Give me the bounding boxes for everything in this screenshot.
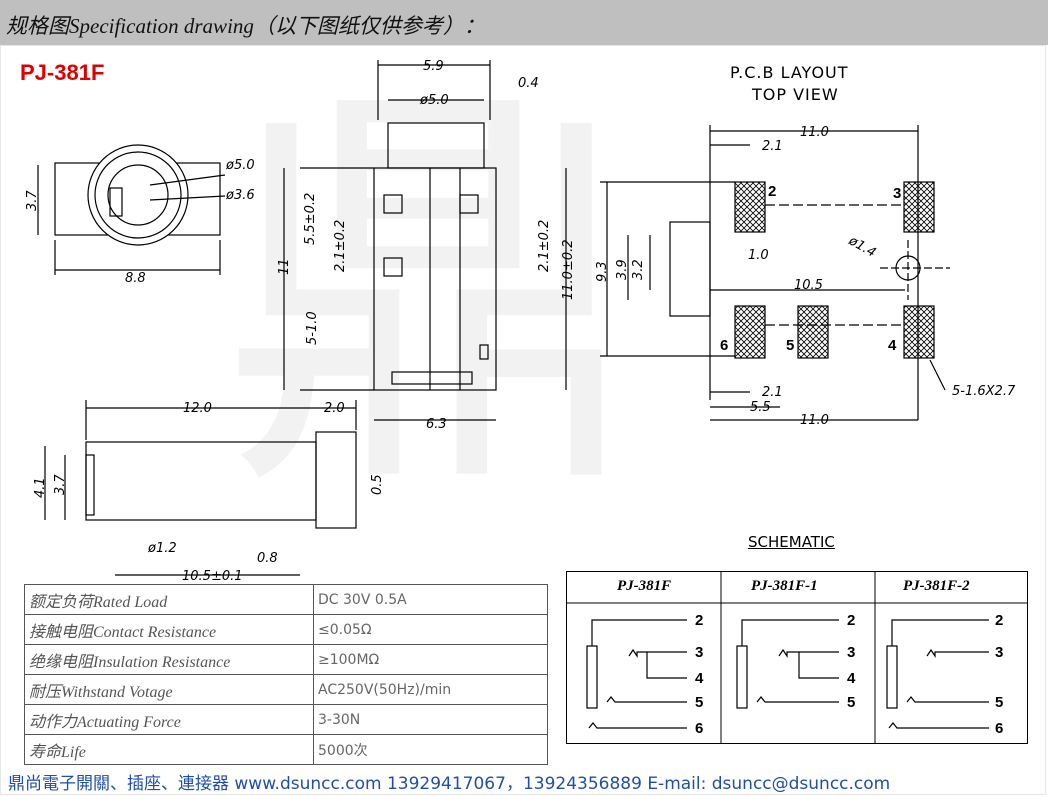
dim-text: 8.8 bbox=[125, 271, 146, 286]
dim-text: ø1.2 bbox=[147, 541, 177, 556]
dim-text: 0.5 bbox=[370, 474, 385, 495]
pcb-pin-4: 4 bbox=[888, 337, 897, 354]
dim-text: 2.1±0.2 bbox=[537, 220, 552, 272]
sch-pin: 6 bbox=[695, 720, 703, 737]
dim-text: ø1.4 bbox=[845, 233, 878, 261]
dim-text: 5.9 bbox=[423, 59, 444, 74]
dim-text: 3.2 bbox=[631, 259, 646, 280]
dim-text: 11 bbox=[277, 258, 292, 275]
dim-text: 2.1±0.2 bbox=[333, 220, 348, 272]
schematic-box: 2 3 4 5 6 2 3 4 5 2 3 5 6 PJ-381F PJ-381… bbox=[566, 571, 1028, 744]
dim-text: 3.7 bbox=[53, 474, 68, 495]
spec-value: ≤0.05Ω bbox=[313, 614, 548, 645]
dim-text: 5.5 bbox=[750, 400, 771, 415]
dim-text: 5.5±0.2 bbox=[303, 193, 318, 245]
sch-pin: 3 bbox=[695, 644, 703, 661]
dim-text: 5-1.0 bbox=[305, 311, 320, 345]
pad-4 bbox=[903, 305, 935, 359]
dim-text: ø5.0 bbox=[225, 158, 255, 173]
spec-value: DC 30V 0.5A bbox=[313, 584, 548, 615]
top-view bbox=[283, 60, 567, 421]
spec-key: 绝缘电阻Insulation Resistance bbox=[24, 644, 314, 675]
spec-key: 动作力Actuating Force bbox=[24, 704, 314, 735]
pad-2 bbox=[734, 181, 766, 233]
schematic-col-title: PJ-381F-2 bbox=[903, 578, 970, 594]
dim-text: 0.4 bbox=[518, 76, 539, 91]
dim-text: 11.0 bbox=[800, 125, 829, 140]
sch-pin: 4 bbox=[695, 670, 704, 687]
drawing-frame bbox=[0, 45, 1046, 795]
dim-text: 11.0±0.2 bbox=[561, 239, 576, 300]
pad-5 bbox=[797, 305, 829, 359]
dim-text: 9.3 bbox=[595, 261, 610, 282]
spec-key: 寿命Life bbox=[24, 734, 314, 765]
dim-text: 12.0 bbox=[183, 401, 212, 416]
schematic-label: SCHEMATIC bbox=[748, 533, 835, 551]
spec-key: 额定负荷Rated Load bbox=[24, 584, 314, 615]
pcb-layout bbox=[600, 125, 950, 421]
side-view bbox=[44, 400, 357, 576]
sch-pin: 2 bbox=[847, 612, 855, 629]
schematic-diagram: 2 3 4 5 6 2 3 4 5 2 3 5 6 bbox=[567, 572, 1027, 743]
footer-contact: 鼎尚電子開關、插座、連接器 www.dsuncc.com 13929417067… bbox=[8, 774, 891, 794]
spec-value: 5000次 bbox=[313, 734, 548, 765]
dim-text: ø5.0 bbox=[419, 93, 449, 108]
spec-key: 耐压Withstand Votage bbox=[24, 674, 314, 705]
dim-text: 2.0 bbox=[324, 401, 345, 416]
dim-text: 0.8 bbox=[257, 551, 278, 566]
dim-text: 2.1 bbox=[762, 385, 783, 400]
sch-pin: 5 bbox=[847, 694, 855, 711]
schematic-col-title: PJ-381F bbox=[617, 578, 672, 594]
spec-key: 接触电阻Contact Resistance bbox=[24, 614, 314, 645]
table-row: 接触电阻Contact Resistance≤0.05Ω bbox=[24, 614, 548, 645]
pcb-subtitle: TOP VIEW bbox=[752, 85, 839, 104]
sch-pin: 3 bbox=[995, 644, 1003, 661]
sch-pin: 4 bbox=[847, 670, 856, 687]
spec-value: 3-30N bbox=[313, 704, 548, 735]
sch-pin: 3 bbox=[847, 644, 855, 661]
sch-pin: 2 bbox=[995, 612, 1003, 629]
pcb-pin-6: 6 bbox=[720, 337, 728, 354]
dim-text: 1.0 bbox=[748, 248, 769, 263]
sch-pin: 5 bbox=[695, 694, 703, 711]
pcb-pin-3: 3 bbox=[893, 185, 901, 202]
sch-pin: 6 bbox=[995, 720, 1003, 737]
pcb-pin-2: 2 bbox=[768, 183, 776, 200]
dim-text: ø3.6 bbox=[225, 188, 255, 203]
header-title: 规格图Specification drawing（以下图纸仅供参考）： bbox=[6, 14, 485, 38]
dim-text: 4.1 bbox=[33, 477, 48, 498]
front-view bbox=[37, 144, 226, 275]
dim-text: 10.5 bbox=[794, 278, 823, 293]
dim-text: 11.0 bbox=[800, 413, 829, 428]
pcb-title: P.C.B LAYOUT bbox=[730, 63, 849, 82]
dim-text: 10.5±0.1 bbox=[182, 569, 243, 584]
sch-pin: 5 bbox=[995, 694, 1003, 711]
header-bar: 规格图Specification drawing（以下图纸仅供参考）： bbox=[0, 0, 1048, 45]
dim-text: 2.1 bbox=[762, 139, 783, 154]
dim-text: 3.7 bbox=[25, 190, 40, 211]
pad-6 bbox=[734, 305, 766, 359]
spec-value: ≥100MΩ bbox=[313, 644, 548, 675]
dim-text: 5-1.6X2.7 bbox=[952, 384, 1016, 399]
table-row: 绝缘电阻Insulation Resistance≥100MΩ bbox=[24, 644, 548, 675]
pad-3 bbox=[903, 181, 935, 233]
pcb-pin-5: 5 bbox=[786, 337, 794, 354]
dim-text: 3.9 bbox=[615, 259, 630, 280]
sch-pin: 2 bbox=[695, 612, 703, 629]
model-number: PJ-381F bbox=[20, 60, 105, 85]
spec-value: AC250V(50Hz)/min bbox=[313, 674, 548, 705]
schematic-col-title: PJ-381F-1 bbox=[751, 578, 818, 594]
dim-text: 6.3 bbox=[426, 417, 447, 432]
